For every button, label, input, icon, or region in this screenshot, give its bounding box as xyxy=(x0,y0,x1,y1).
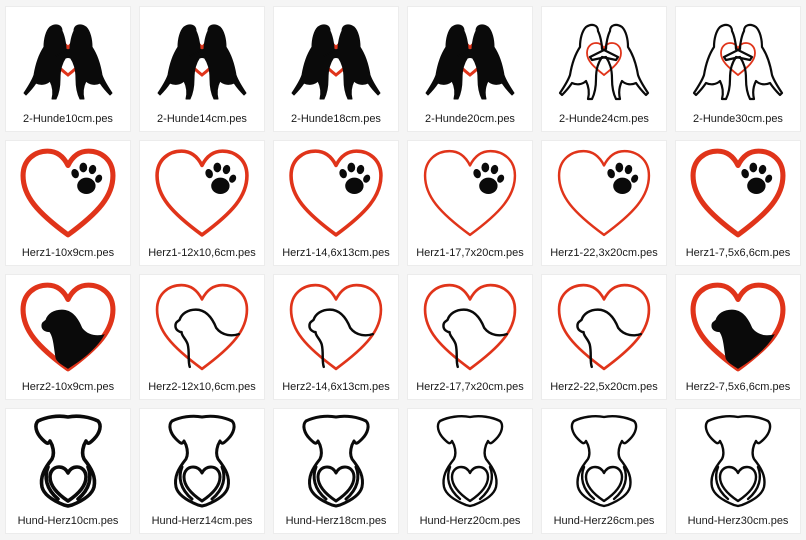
file-name-label: Hund-Herz30cm.pes xyxy=(687,515,789,527)
file-item-herz1-10x9cm-pes[interactable]: Herz1-10x9cm.pes xyxy=(5,140,131,266)
heart-dog-silhouette-icon xyxy=(408,275,532,379)
heart-paw-icon xyxy=(676,141,800,245)
file-name-label: Herz2-14,6x13cm.pes xyxy=(282,381,390,393)
heart-dog-silhouette-icon xyxy=(676,275,800,379)
heart-dog-silhouette-icon xyxy=(274,275,398,379)
file-name-label: Herz2-17,7x20cm.pes xyxy=(416,381,524,393)
dog-with-heart-icon xyxy=(542,409,666,513)
file-item-hund-herz26cm-pes[interactable]: Hund-Herz26cm.pes xyxy=(541,408,667,534)
file-name-label: Herz1-14,6x13cm.pes xyxy=(282,247,390,259)
file-item-2-hunde30cm-pes[interactable]: 2-Hunde30cm.pes xyxy=(675,6,801,132)
file-name-label: Hund-Herz10cm.pes xyxy=(17,515,119,527)
file-item-herz1-7-5x6-6cm-pes[interactable]: Herz1-7,5x6,6cm.pes xyxy=(675,140,801,266)
file-name-label: Herz2-7,5x6,6cm.pes xyxy=(685,381,791,393)
file-name-label: Herz1-22,3x20cm.pes xyxy=(550,247,658,259)
file-item-2-hunde24cm-pes[interactable]: 2-Hunde24cm.pes xyxy=(541,6,667,132)
file-name-label: Herz2-10x9cm.pes xyxy=(21,381,115,393)
file-item-2-hunde10cm-pes[interactable]: 2-Hunde10cm.pes xyxy=(5,6,131,132)
file-name-label: 2-Hunde14cm.pes xyxy=(157,113,247,125)
dog-with-heart-icon xyxy=(6,409,130,513)
file-item-herz1-14-6x13cm-pes[interactable]: Herz1-14,6x13cm.pes xyxy=(273,140,399,266)
file-item-2-hunde18cm-pes[interactable]: 2-Hunde18cm.pes xyxy=(273,6,399,132)
file-name-label: Herz1-17,7x20cm.pes xyxy=(416,247,524,259)
heart-paw-icon xyxy=(140,141,264,245)
file-thumbnail-grid: 2-Hunde10cm.pes 2-Hunde14cm.pes 2-Hunde1… xyxy=(5,6,801,534)
file-item-herz2-10x9cm-pes[interactable]: Herz2-10x9cm.pes xyxy=(5,274,131,400)
file-item-herz1-17-7x20cm-pes[interactable]: Herz1-17,7x20cm.pes xyxy=(407,140,533,266)
file-name-label: Hund-Herz26cm.pes xyxy=(553,515,655,527)
dog-with-heart-icon xyxy=(274,409,398,513)
heart-dog-silhouette-icon xyxy=(140,275,264,379)
file-item-hund-herz18cm-pes[interactable]: Hund-Herz18cm.pes xyxy=(273,408,399,534)
two-dogs-heart-icon xyxy=(6,7,130,111)
file-name-label: Herz1-7,5x6,6cm.pes xyxy=(685,247,791,259)
file-name-label: Herz1-10x9cm.pes xyxy=(21,247,115,259)
file-item-herz2-7-5x6-6cm-pes[interactable]: Herz2-7,5x6,6cm.pes xyxy=(675,274,801,400)
dog-with-heart-icon xyxy=(408,409,532,513)
heart-dog-silhouette-icon xyxy=(542,275,666,379)
two-dogs-heart-icon xyxy=(676,7,800,111)
file-name-label: Herz1-12x10,6cm.pes xyxy=(148,247,256,259)
heart-paw-icon xyxy=(542,141,666,245)
file-name-label: 2-Hunde24cm.pes xyxy=(559,113,649,125)
heart-paw-icon xyxy=(274,141,398,245)
dog-with-heart-icon xyxy=(140,409,264,513)
file-name-label: Hund-Herz18cm.pes xyxy=(285,515,387,527)
file-name-label: 2-Hunde30cm.pes xyxy=(693,113,783,125)
file-name-label: 2-Hunde18cm.pes xyxy=(291,113,381,125)
file-name-label: Herz2-12x10,6cm.pes xyxy=(148,381,256,393)
file-item-herz2-14-6x13cm-pes[interactable]: Herz2-14,6x13cm.pes xyxy=(273,274,399,400)
file-item-2-hunde20cm-pes[interactable]: 2-Hunde20cm.pes xyxy=(407,6,533,132)
heart-paw-icon xyxy=(6,141,130,245)
file-item-hund-herz14cm-pes[interactable]: Hund-Herz14cm.pes xyxy=(139,408,265,534)
file-item-herz2-22-5x20cm-pes[interactable]: Herz2-22,5x20cm.pes xyxy=(541,274,667,400)
two-dogs-heart-icon xyxy=(408,7,532,111)
file-item-hund-herz20cm-pes[interactable]: Hund-Herz20cm.pes xyxy=(407,408,533,534)
file-item-2-hunde14cm-pes[interactable]: 2-Hunde14cm.pes xyxy=(139,6,265,132)
two-dogs-heart-icon xyxy=(274,7,398,111)
file-item-herz1-22-3x20cm-pes[interactable]: Herz1-22,3x20cm.pes xyxy=(541,140,667,266)
file-name-label: Herz2-22,5x20cm.pes xyxy=(550,381,658,393)
file-name-label: 2-Hunde10cm.pes xyxy=(23,113,113,125)
file-item-herz2-17-7x20cm-pes[interactable]: Herz2-17,7x20cm.pes xyxy=(407,274,533,400)
two-dogs-heart-icon xyxy=(140,7,264,111)
dog-with-heart-icon xyxy=(676,409,800,513)
file-name-label: 2-Hunde20cm.pes xyxy=(425,113,515,125)
two-dogs-heart-icon xyxy=(542,7,666,111)
heart-dog-silhouette-icon xyxy=(6,275,130,379)
file-name-label: Hund-Herz20cm.pes xyxy=(419,515,521,527)
file-item-hund-herz10cm-pes[interactable]: Hund-Herz10cm.pes xyxy=(5,408,131,534)
file-name-label: Hund-Herz14cm.pes xyxy=(151,515,253,527)
file-item-herz1-12x10-6cm-pes[interactable]: Herz1-12x10,6cm.pes xyxy=(139,140,265,266)
file-item-hund-herz30cm-pes[interactable]: Hund-Herz30cm.pes xyxy=(675,408,801,534)
heart-paw-icon xyxy=(408,141,532,245)
file-item-herz2-12x10-6cm-pes[interactable]: Herz2-12x10,6cm.pes xyxy=(139,274,265,400)
